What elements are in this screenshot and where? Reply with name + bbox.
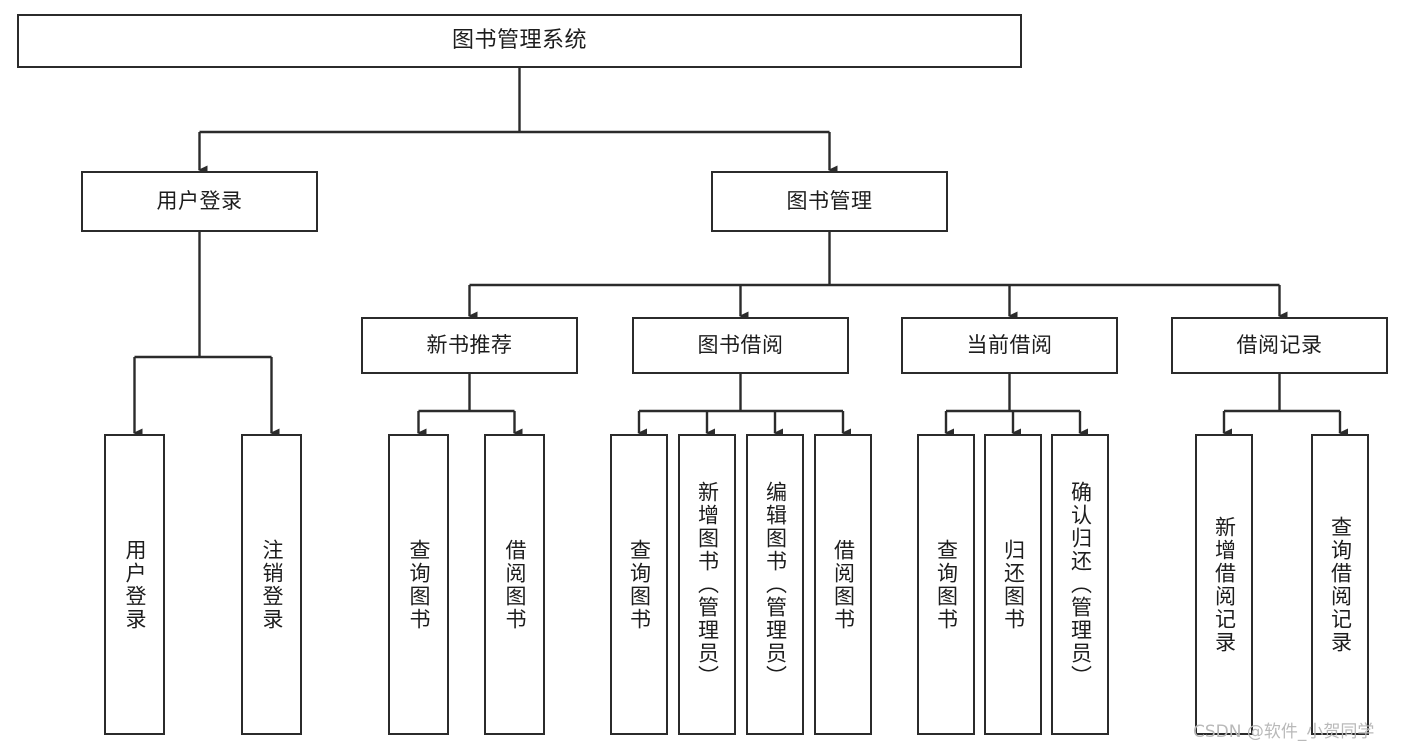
node-leaf-bor-2[interactable]: 新增图书（管理员） — [678, 434, 736, 735]
node-label: 图书管理 — [786, 189, 873, 214]
node-label: 借阅图书 — [831, 538, 856, 631]
node-records[interactable]: 借阅记录 — [1171, 317, 1388, 374]
node-root[interactable]: 图书管理系统 — [17, 14, 1022, 68]
node-label: 新增借阅记录 — [1212, 515, 1237, 654]
node-label: 借阅图书 — [503, 538, 527, 631]
node-label: 查询图书 — [627, 538, 652, 631]
node-leaf-login-2[interactable]: 注销登录 — [241, 434, 302, 735]
node-label: 确认归还（管理员） — [1068, 481, 1093, 688]
node-leaf-cur-2[interactable]: 归还图书 — [984, 434, 1042, 735]
node-label: 图书管理系统 — [451, 28, 587, 54]
node-label: 新增图书（管理员） — [695, 481, 720, 688]
node-label: 新书推荐 — [426, 333, 513, 358]
node-leaf-bor-1[interactable]: 查询图书 — [610, 434, 668, 735]
node-label: 编辑图书（管理员） — [763, 481, 788, 688]
node-borrow[interactable]: 图书借阅 — [632, 317, 849, 374]
node-label: 用户登录 — [123, 538, 147, 631]
node-label: 图书借阅 — [697, 333, 784, 358]
node-label: 归还图书 — [1001, 538, 1026, 631]
node-label: 当前借阅 — [966, 333, 1053, 358]
node-label: 查询图书 — [407, 538, 431, 631]
node-newbook[interactable]: 新书推荐 — [361, 317, 578, 374]
node-label: 查询借阅记录 — [1328, 515, 1353, 654]
node-leaf-cur-1[interactable]: 查询图书 — [917, 434, 975, 735]
node-label: 查询图书 — [934, 538, 959, 631]
node-label: 注销登录 — [260, 538, 284, 631]
node-leaf-new-2[interactable]: 借阅图书 — [484, 434, 545, 735]
node-leaf-login-1[interactable]: 用户登录 — [104, 434, 165, 735]
node-leaf-rec-1[interactable]: 新增借阅记录 — [1195, 434, 1253, 735]
node-bookmgmt[interactable]: 图书管理 — [711, 171, 948, 232]
node-leaf-bor-3[interactable]: 编辑图书（管理员） — [746, 434, 804, 735]
node-leaf-cur-3[interactable]: 确认归还（管理员） — [1051, 434, 1109, 735]
node-leaf-new-1[interactable]: 查询图书 — [388, 434, 449, 735]
node-login[interactable]: 用户登录 — [81, 171, 318, 232]
node-leaf-rec-2[interactable]: 查询借阅记录 — [1311, 434, 1369, 735]
node-current[interactable]: 当前借阅 — [901, 317, 1118, 374]
node-label: 借阅记录 — [1236, 333, 1323, 358]
node-leaf-bor-4[interactable]: 借阅图书 — [814, 434, 872, 735]
watermark-text: CSDN @软件_小贺同学 — [1193, 722, 1375, 742]
node-label: 用户登录 — [156, 189, 243, 214]
